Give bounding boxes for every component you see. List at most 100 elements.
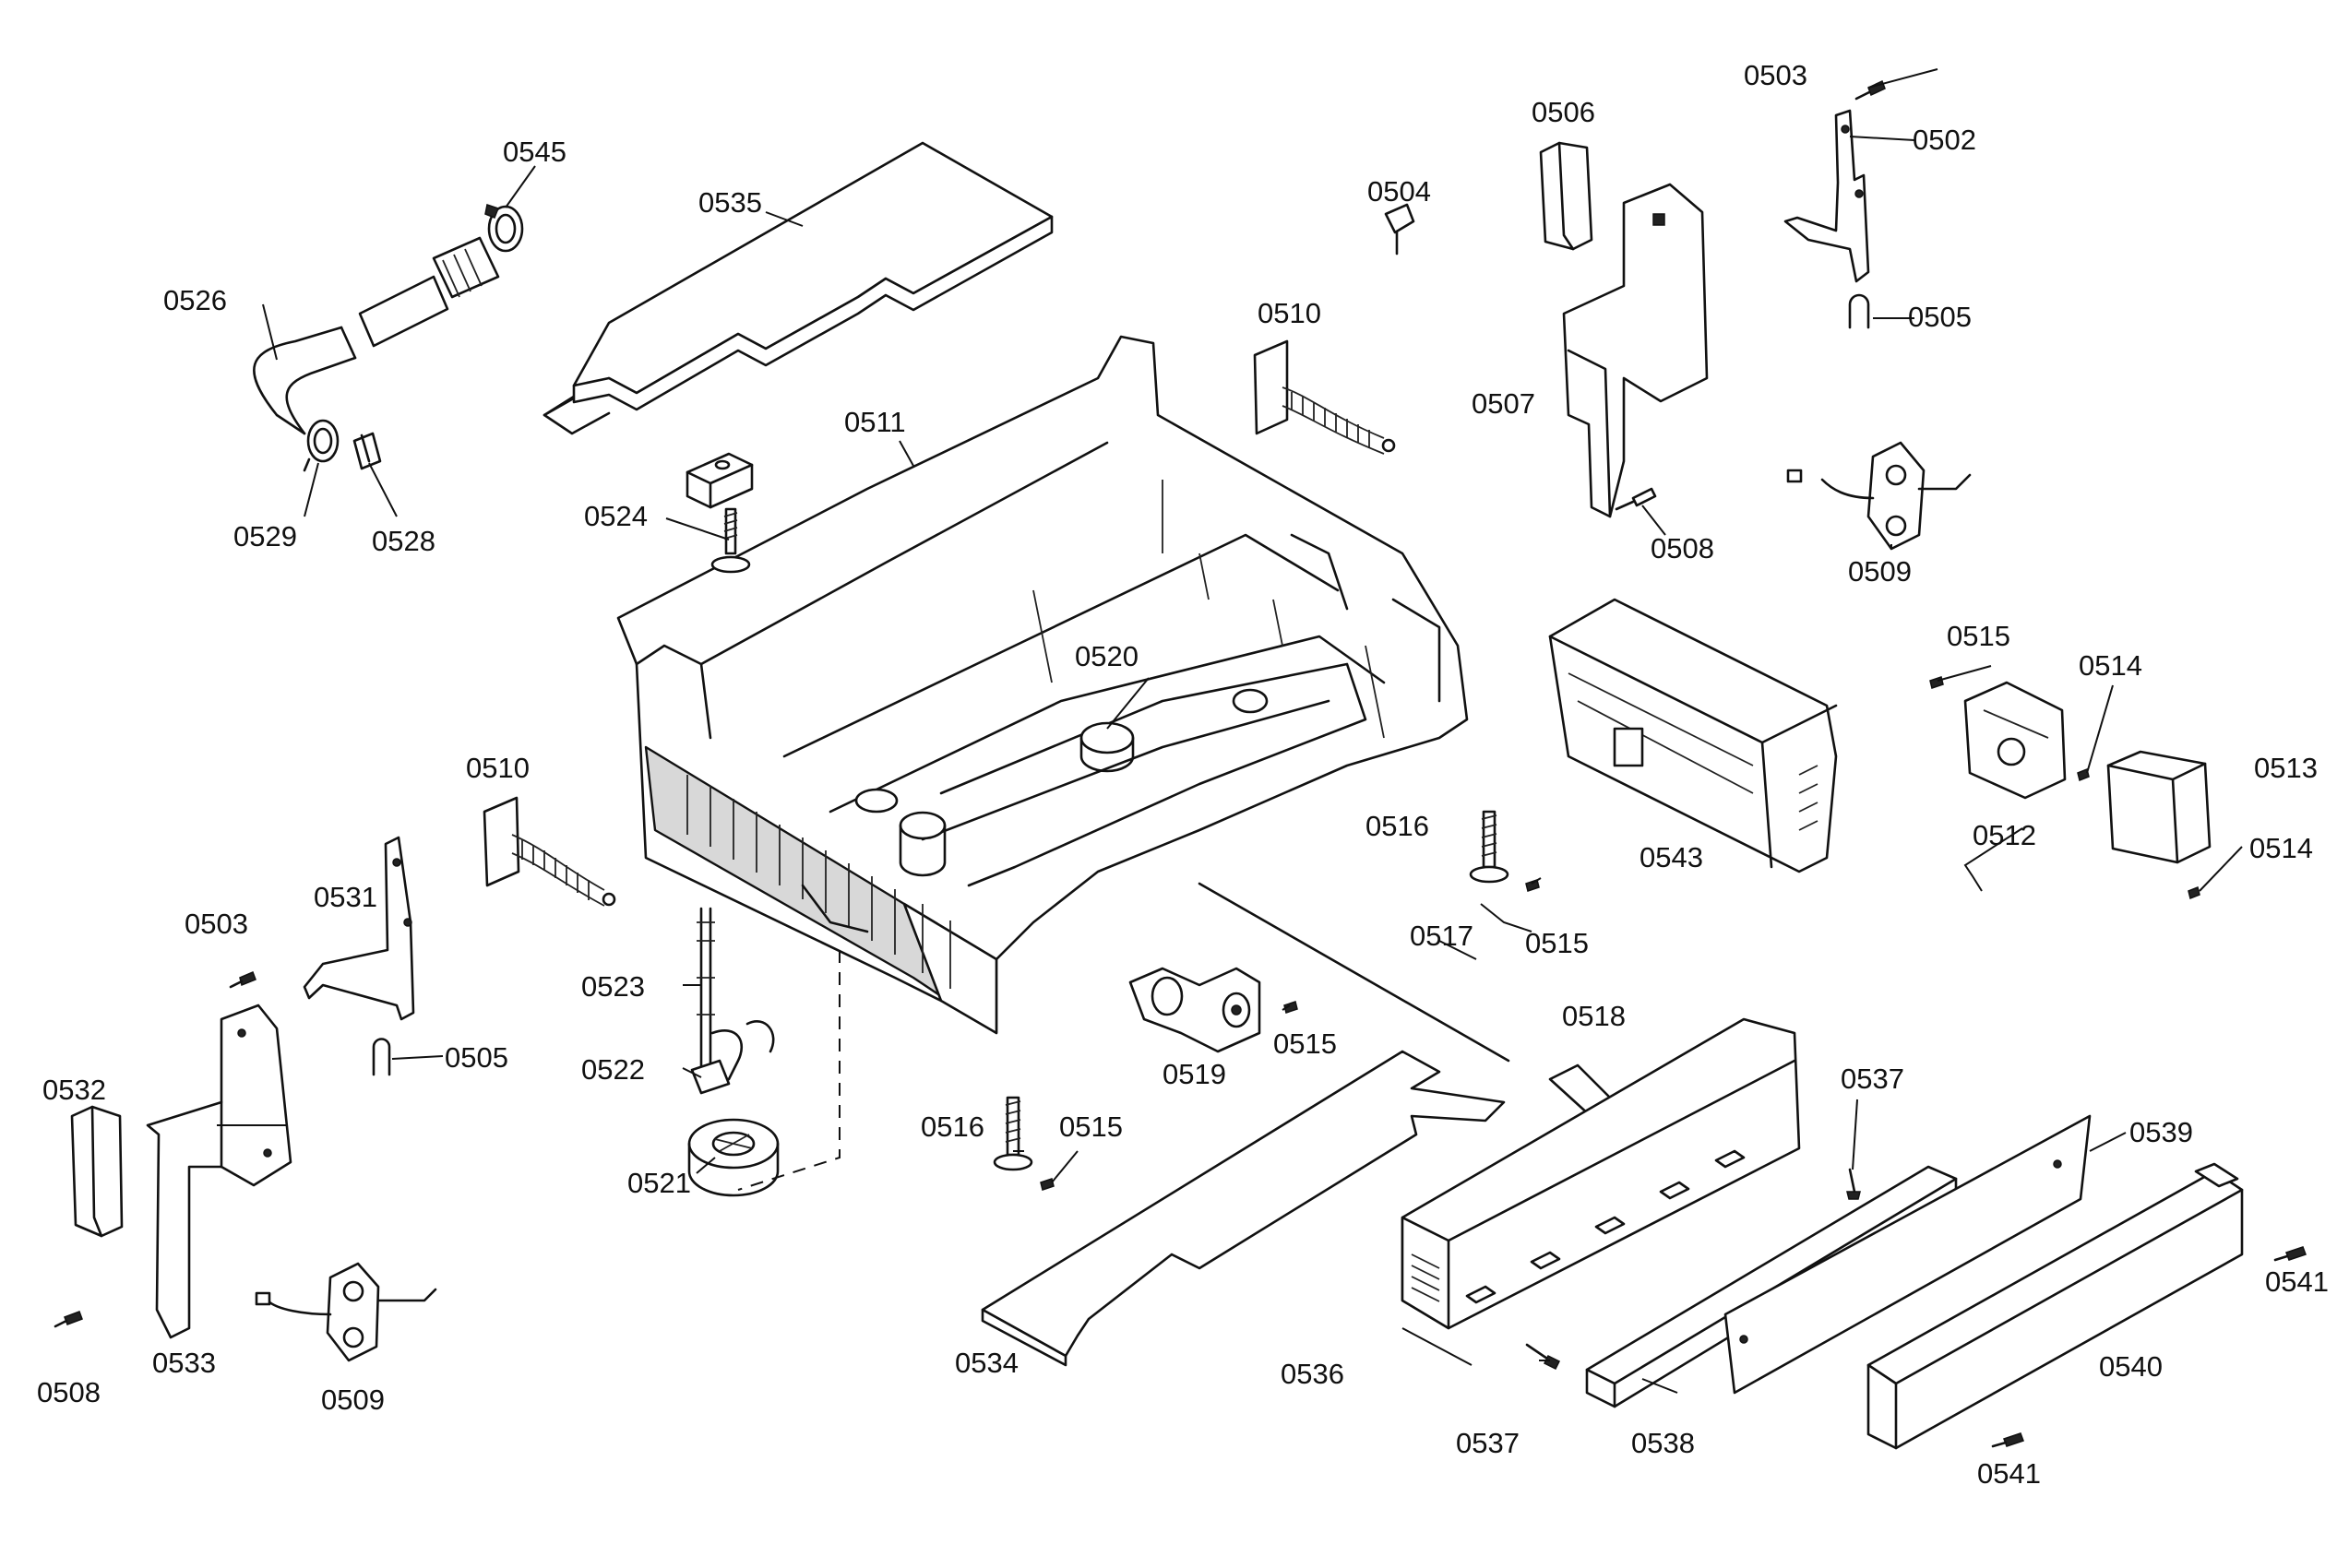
part-screw-0515-d xyxy=(1040,1178,1055,1191)
part-screw-0514-b xyxy=(2188,885,2200,900)
part-clip-0528 xyxy=(352,432,382,470)
callout-0511: 0511 xyxy=(844,406,906,438)
callout-0537-lower: 0537 xyxy=(1456,1427,1520,1459)
part-screw-0508-right xyxy=(1615,487,1657,511)
part-plug-0504 xyxy=(1384,203,1415,255)
part-screw-0541-a xyxy=(2273,1246,2307,1262)
callout-0517: 0517 xyxy=(1410,920,1473,952)
leader-lines xyxy=(217,68,2243,1394)
part-insulation-pad-0534 xyxy=(981,1050,1506,1367)
callout-0515-mid: 0515 xyxy=(1525,927,1589,959)
part-drain-hose-0526 xyxy=(253,236,500,435)
part-cover-0506 xyxy=(1539,141,1593,251)
callout-0513: 0513 xyxy=(2254,752,2318,784)
callout-0519: 0519 xyxy=(1163,1058,1226,1090)
callout-0528: 0528 xyxy=(372,525,435,557)
callout-0538: 0538 xyxy=(1631,1427,1695,1459)
callout-0531: 0531 xyxy=(314,881,377,913)
part-pump-housing-0521 xyxy=(687,1118,780,1197)
part-screw-0508-left xyxy=(54,1311,83,1328)
part-float-rod-0523 xyxy=(697,907,715,1076)
callout-0545: 0545 xyxy=(503,136,566,168)
part-block-0524 xyxy=(686,452,754,509)
callout-0510-lower: 0510 xyxy=(466,752,530,784)
callout-0520: 0520 xyxy=(1075,640,1139,672)
callout-0505-left: 0505 xyxy=(445,1041,508,1074)
part-cover-0513 xyxy=(2106,750,2212,864)
part-insulation-pad-0535 xyxy=(543,141,1054,435)
callout-0522: 0522 xyxy=(581,1053,645,1086)
part-channel-0540 xyxy=(1866,1162,2244,1450)
callout-0516-upper: 0516 xyxy=(1365,810,1429,842)
callout-0529: 0529 xyxy=(233,520,297,552)
part-screw-0524 xyxy=(710,507,751,574)
part-spring-0510-right xyxy=(1253,339,1396,455)
callout-0533: 0533 xyxy=(152,1347,216,1379)
callout-0515-upper: 0515 xyxy=(1947,620,2010,652)
callout-0515-lower: 0515 xyxy=(1059,1111,1123,1143)
part-screw-0503-left xyxy=(229,971,256,989)
part-control-module-0543 xyxy=(1548,598,1838,873)
part-screw-0537-a xyxy=(1846,1168,1861,1200)
callout-0509-left: 0509 xyxy=(321,1384,385,1416)
part-bracket-0533 xyxy=(146,1004,292,1339)
part-screw-0515-a xyxy=(1929,676,1944,689)
callout-0535: 0535 xyxy=(698,186,762,219)
part-screw-0516-upper xyxy=(1469,810,1509,884)
callout-0515-valve: 0515 xyxy=(1273,1028,1337,1060)
part-spring-0510-left xyxy=(483,796,616,907)
callout-0507: 0507 xyxy=(1472,387,1535,420)
part-screw-0541-b xyxy=(1991,1432,2024,1448)
callout-0514-lower: 0514 xyxy=(2249,832,2313,864)
callout-0541-right: 0541 xyxy=(2265,1265,2329,1298)
part-clamp-0529 xyxy=(303,419,340,472)
callout-0516-lower: 0516 xyxy=(921,1111,984,1143)
part-bracket-0507 xyxy=(1562,183,1709,518)
part-screw-0515-c xyxy=(1283,1001,1298,1014)
callout-0503-top: 0503 xyxy=(1744,59,1807,91)
callout-0534: 0534 xyxy=(955,1347,1019,1379)
callout-0509-right: 0509 xyxy=(1848,555,1912,588)
callout-0505-top: 0505 xyxy=(1908,301,1972,333)
callout-0508-right: 0508 xyxy=(1651,532,1714,564)
callout-labels: 0503 0502 0506 0504 0545 0535 0526 0510 … xyxy=(37,59,2329,1490)
callout-0521: 0521 xyxy=(627,1167,691,1199)
callout-0518: 0518 xyxy=(1562,1000,1626,1032)
callout-0512: 0512 xyxy=(1973,819,2036,851)
callout-0543: 0543 xyxy=(1640,841,1703,873)
part-base-tub-0511 xyxy=(616,335,1469,1035)
part-clip-0505-top xyxy=(1848,293,1870,329)
assembly-guide-line xyxy=(737,950,841,1191)
part-hinge-0509-left xyxy=(255,1262,437,1362)
part-hose-clamp-0545 xyxy=(484,204,524,253)
callout-0503-left: 0503 xyxy=(185,908,248,940)
part-float-0522 xyxy=(690,1020,775,1095)
callout-0536: 0536 xyxy=(1281,1358,1344,1390)
callout-0523: 0523 xyxy=(581,970,645,1003)
callout-0510-upper: 0510 xyxy=(1258,297,1321,329)
part-screw-0537-b xyxy=(1525,1343,1561,1371)
callout-0541-bottom: 0541 xyxy=(1977,1457,2041,1490)
callout-0502: 0502 xyxy=(1913,124,1976,156)
callout-0526: 0526 xyxy=(163,284,227,316)
callout-0524: 0524 xyxy=(584,500,648,532)
part-valve-0519 xyxy=(1128,967,1261,1053)
part-bracket-0531 xyxy=(303,836,415,1021)
part-clip-0505-left xyxy=(372,1038,391,1076)
part-housing-0512 xyxy=(1963,681,2067,800)
callout-0540: 0540 xyxy=(2099,1350,2163,1383)
callout-0508-left: 0508 xyxy=(37,1376,101,1408)
part-screw-0514-a xyxy=(2077,767,2090,782)
part-rod-0517 xyxy=(1198,882,1510,1063)
part-bracket-0502 xyxy=(1783,109,1870,283)
part-cover-0532 xyxy=(70,1105,124,1238)
part-kickplate-0536 xyxy=(1401,1017,1801,1330)
part-screw-0515-b xyxy=(1525,879,1540,892)
callout-0504: 0504 xyxy=(1367,175,1431,208)
callout-0514-upper: 0514 xyxy=(2079,649,2142,682)
part-panel-0539 xyxy=(1723,1114,2092,1395)
callout-0506: 0506 xyxy=(1532,96,1595,128)
callout-0532: 0532 xyxy=(42,1074,106,1106)
callout-0539: 0539 xyxy=(2129,1116,2193,1148)
